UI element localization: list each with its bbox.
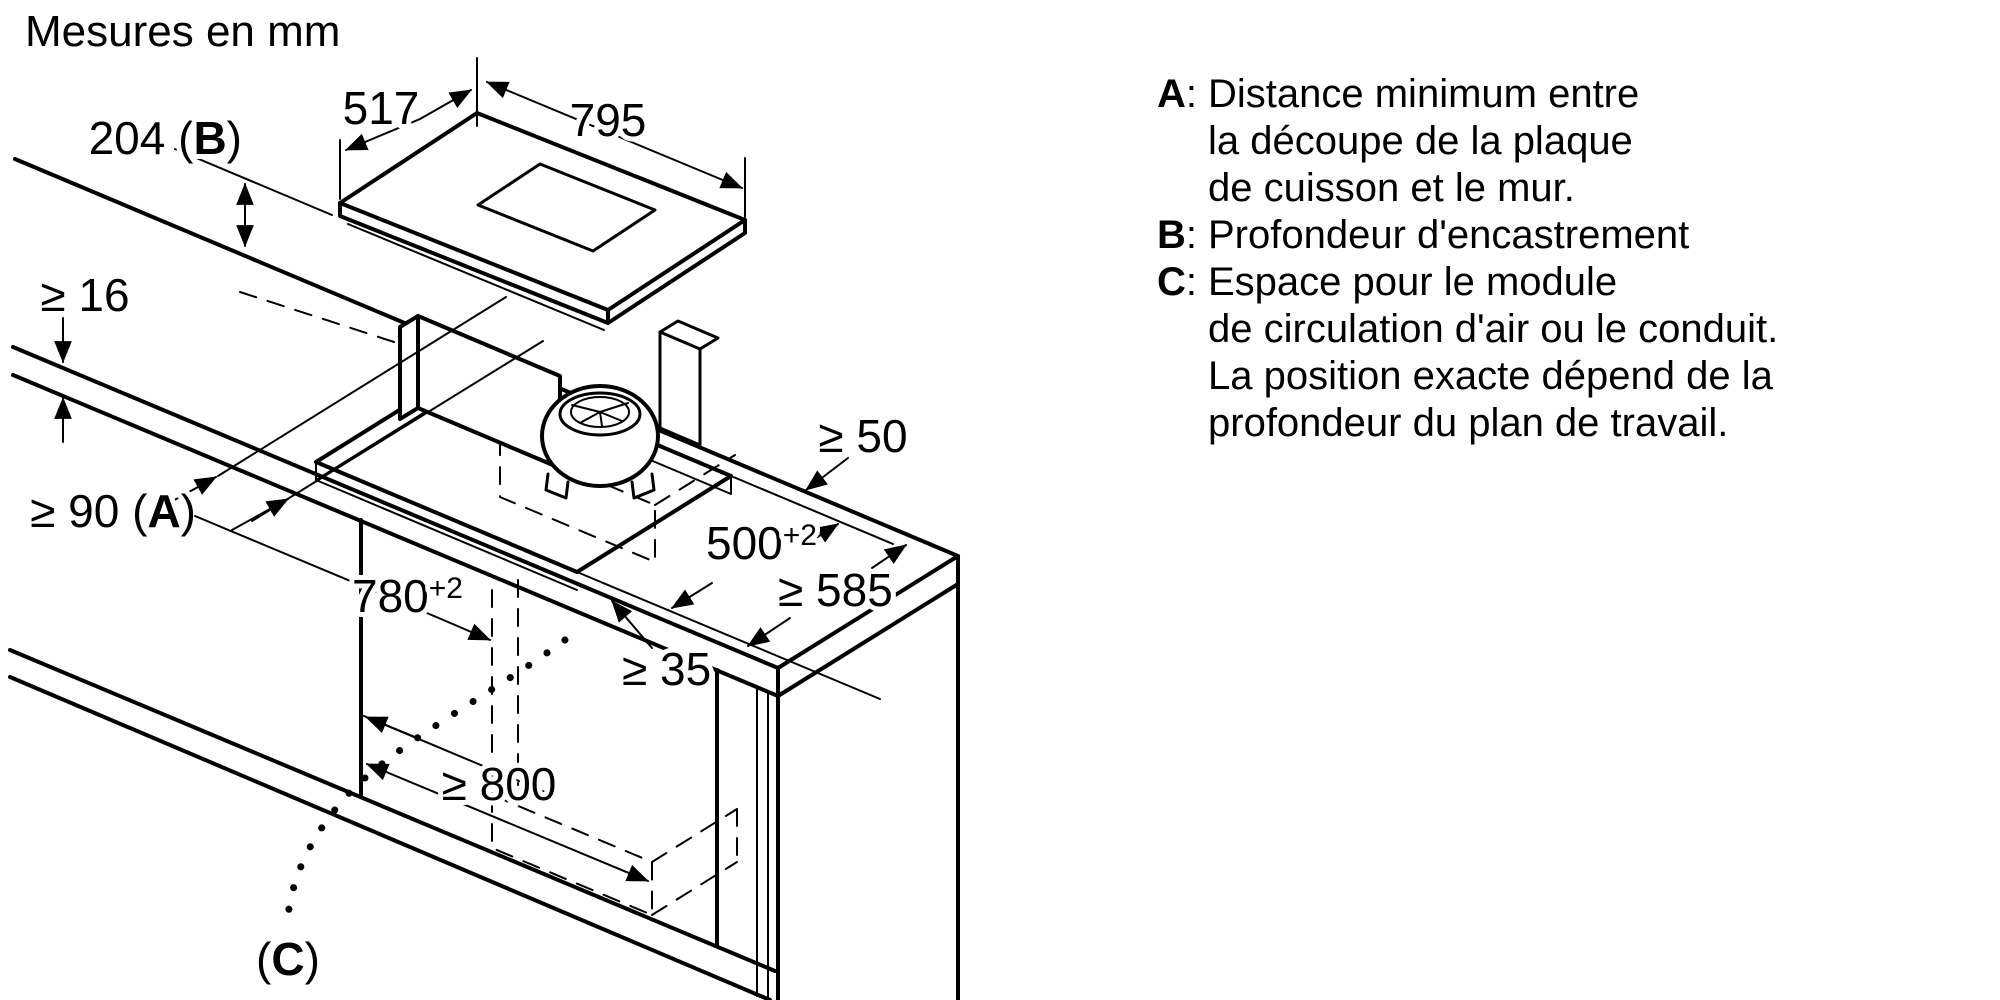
projection-dashed-line <box>239 291 469 367</box>
dim-cutout-width: 780+2 <box>194 515 546 793</box>
cabinet-door-gap-lines <box>756 686 769 1000</box>
dim-niche-width-line <box>365 763 650 882</box>
dim-cutout-depth-arrow-1 <box>799 523 839 549</box>
dim-wall-distance-arrow-1 <box>159 476 217 509</box>
dim-worktop-depth: ≥ 585 <box>747 544 907 647</box>
legend-row-c-3: La position exacte dépend de la <box>1208 354 1774 398</box>
legend-row-a-1: A:Distance minimum entre <box>1157 72 1639 116</box>
dim-installation-depth-ref <box>174 148 333 216</box>
dim-installation-depth: 204 (B) <box>84 107 333 248</box>
dim-hob-width: 795 <box>485 81 746 218</box>
legend-row-c-1: C:Espace pour le module <box>1157 260 1617 304</box>
dim-cutout-depth-label: 500+2 <box>706 517 817 569</box>
dim-wall-distance-arrow-2 <box>231 498 289 531</box>
module-dashed-lower-box <box>491 794 738 916</box>
dim-front-clearance-arrow <box>611 600 653 649</box>
dim-installation-depth-label: 204 (B) <box>89 112 242 164</box>
dim-wall-distance: ≥ 90 (A) <box>25 296 544 542</box>
air-module-label: (C) <box>256 933 320 985</box>
page-title: Mesures en mm <box>25 7 340 56</box>
legend-row-a-3: de cuisson et le mur. <box>1208 166 1575 210</box>
dimensions: 517 795 204 (B) ≥ 16 ≥ 90 (A) ≥ 50 <box>25 57 913 990</box>
worktop-surface <box>13 159 958 668</box>
dim-worktop-depth-arrow-1 <box>871 544 907 569</box>
dim-worktop-depth-arrow-2 <box>747 617 791 647</box>
dim-hob-width-line <box>485 81 744 189</box>
legend-row-b-1: B:Profondeur d'encastrement <box>1157 213 1689 257</box>
dim-worktop-thickness: ≥ 16 <box>35 264 135 443</box>
legend-row-a-2: la découpe de la plaque <box>1208 119 1633 163</box>
dim-wall-distance-label: ≥ 90 (A) <box>30 485 196 537</box>
dim-cutout-depth-ext-lines <box>576 475 894 700</box>
dim-wall-distance-ext-lines <box>217 296 544 522</box>
dim-hob-width-label: 795 <box>570 94 647 146</box>
hob-edge <box>338 201 747 325</box>
hob-edge-lip <box>347 223 605 331</box>
dim-worktop-depth-label: ≥ 585 <box>778 564 893 616</box>
dim-front-clearance: ≥ 35 <box>611 600 716 700</box>
dim-niche-width: ≥ 800 <box>365 753 650 882</box>
dim-cutout-width-arrow-1 <box>433 615 492 641</box>
dim-cutout-width-arrow-2 <box>364 716 421 740</box>
dim-worktop-thickness-label: ≥ 16 <box>40 269 129 321</box>
legend-row-c-2: de circulation d'air ou le conduit. <box>1208 307 1778 351</box>
air-module-projection <box>239 291 738 920</box>
dim-rear-clearance-label: ≥ 50 <box>818 410 907 462</box>
dim-hob-depth-label: 517 <box>343 82 420 134</box>
dim-hob-depth: 517 <box>338 57 478 200</box>
dim-hob-depth-arrow-2 <box>344 118 421 151</box>
dim-front-clearance-label: ≥ 35 <box>622 643 711 695</box>
dim-cutout-depth: 500+2 <box>576 475 894 700</box>
dim-rear-clearance: ≥ 50 <box>805 405 913 491</box>
dim-cutout-width-label: 780+2 <box>352 570 463 622</box>
dim-cutout-depth-arrow-2 <box>671 582 713 609</box>
fan-unit-vanes <box>571 402 629 427</box>
dim-hob-depth-ticks <box>339 57 478 200</box>
legend-row-c-4: profondeur du plan de travail. <box>1208 401 1728 445</box>
mounting-bracket <box>658 319 720 447</box>
dim-hob-depth-arrow-1 <box>419 89 472 120</box>
fan-unit-feet <box>544 472 656 500</box>
label-air-module: (C) <box>251 928 325 990</box>
duct-box <box>398 314 562 470</box>
dim-niche-width-label: ≥ 800 <box>442 758 557 810</box>
legend: A:Distance minimum entre la découpe de l… <box>1157 72 1778 445</box>
dim-rear-clearance-arrow <box>805 457 849 491</box>
